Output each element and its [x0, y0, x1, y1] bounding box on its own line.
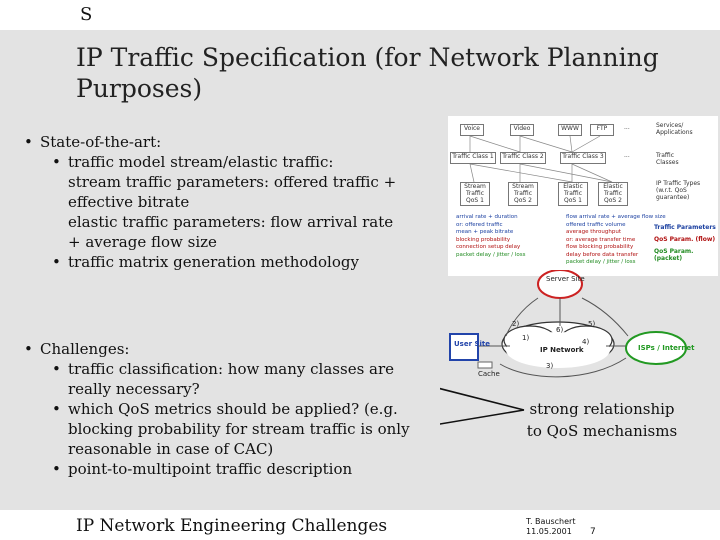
isp-label: ISPs / Internet — [638, 344, 695, 352]
app-video: Video — [510, 124, 534, 136]
ip-network-label: IP Network — [540, 346, 584, 354]
footer-title: IP Network Engineering Challenges — [76, 516, 388, 536]
edge-label-5: 5) — [588, 320, 595, 328]
edge-label-3: 3) — [546, 362, 553, 370]
network-diagram: Server Site User Site Cache IP Network I… — [440, 270, 695, 425]
user-site-node — [449, 333, 479, 361]
elastic-param: offered traffic volume — [566, 221, 626, 228]
app-ftp: FTP — [590, 124, 614, 136]
bullet-continuation: really necessary? — [68, 380, 200, 398]
stream-params-list: arrival rate + duration or: offered traf… — [456, 214, 526, 259]
bullet-item: which QoS metrics should be applied? (e.… — [20, 399, 440, 419]
caption-line: to QoS mechanisms — [526, 422, 678, 440]
bullet-continuation: elastic traffic parameters: flow arrival… — [68, 213, 394, 231]
elastic-param: packet delay / jitter / loss — [566, 259, 636, 265]
app-voice: Voice — [460, 124, 484, 136]
state-of-the-art-list: State-of-the-art: traffic model stream/e… — [20, 132, 440, 272]
bullet-continuation: effective bitrate — [68, 193, 190, 211]
legend-qos-flow: QoS Param. (flow) — [654, 236, 716, 243]
slide-title: IP Traffic Specification (for Network Pl… — [76, 43, 659, 103]
edge-label-6: 6) — [556, 326, 563, 334]
app-www: WWW — [558, 124, 582, 136]
traffic-class-2: Traffic Class 2 — [500, 152, 546, 164]
bullet-item: traffic matrix generation methodology — [20, 252, 440, 272]
app-more: ... — [624, 124, 630, 131]
class-more: ... — [624, 152, 630, 159]
type-stream-qos2: Stream Traffic QoS 2 — [508, 182, 538, 206]
server-site-label: Server Site — [546, 275, 585, 283]
bullet-continuation: + average flow size — [68, 233, 217, 251]
bullet-item: point-to-multipoint traffic description — [20, 459, 440, 479]
classes-label: Traffic Classes — [656, 152, 679, 166]
author-name: T. Bauschert — [526, 517, 576, 526]
types-label: IP Traffic Types (w.r.t. QoS guarantee) — [656, 180, 701, 201]
cache-label: Cache — [478, 370, 500, 378]
stream-param: blocking probability — [456, 236, 511, 243]
edge-label-2: 2) — [512, 320, 519, 328]
bullet-continuation: stream traffic parameters: offered traff… — [68, 173, 397, 191]
bullet-continuation: blocking probability for stream traffic … — [68, 420, 410, 438]
top-letter: S — [80, 4, 93, 25]
traffic-class-1: Traffic Class 1 — [450, 152, 496, 164]
legend-qos-packet: QoS Param. (packet) — [654, 248, 694, 262]
type-stream-qos1: Stream Traffic QoS 1 — [460, 182, 490, 206]
elastic-param: delay before data transfer — [566, 251, 639, 258]
traffic-class-diagram: Voice Video WWW FTP ... Services/ Applic… — [448, 116, 718, 276]
elastic-param: flow blocking probability — [566, 244, 634, 250]
stream-param: packet delay / jitter / loss — [456, 251, 526, 258]
bullet-heading: Challenges: — [20, 339, 440, 359]
legend-traffic-params: Traffic Parameters — [654, 224, 716, 231]
apps-label: Services/ Applications — [656, 122, 693, 136]
page-number: 7 — [590, 527, 596, 537]
type-elastic-qos1: Elastic Traffic QoS 1 — [558, 182, 588, 206]
footer-author: T. Bauschert 11.05.2001 — [526, 517, 575, 537]
bullet-heading: State-of-the-art: — [20, 132, 440, 152]
stream-param: or: offered traffic — [456, 221, 503, 228]
edge-label-4: 4) — [582, 338, 589, 346]
isp-node — [625, 331, 687, 365]
bullet-continuation: reasonable in case of CAC) — [68, 440, 274, 458]
user-site-label: User Site — [454, 340, 490, 348]
bullet-item: traffic classification: how many classes… — [20, 359, 440, 379]
elastic-param: average throughput — [566, 229, 622, 235]
elastic-param: flow arrival rate + average flow size — [566, 214, 666, 220]
bullet-item: traffic model stream/elastic traffic: — [20, 152, 440, 172]
relationship-caption: strong relationship to QoS mechanisms — [524, 398, 680, 442]
caption-line: strong relationship — [529, 400, 675, 418]
challenges-list: Challenges: traffic classification: how … — [20, 339, 440, 479]
edge-label-1: 1) — [522, 334, 529, 342]
elastic-params-list: flow arrival rate + average flow size of… — [566, 214, 666, 267]
stream-param: connection setup delay — [456, 244, 521, 250]
traffic-class-3: Traffic Class 3 — [560, 152, 606, 164]
diagram-connectors — [469, 135, 613, 183]
cache-node — [477, 361, 493, 369]
elastic-param: or: average transfer time — [566, 236, 636, 243]
type-elastic-qos2: Elastic Traffic QoS 2 — [598, 182, 628, 206]
stream-param: mean + peak bitrate — [456, 229, 514, 235]
stream-param: arrival rate + duration — [456, 214, 518, 220]
author-date: 11.05.2001 — [526, 527, 572, 536]
